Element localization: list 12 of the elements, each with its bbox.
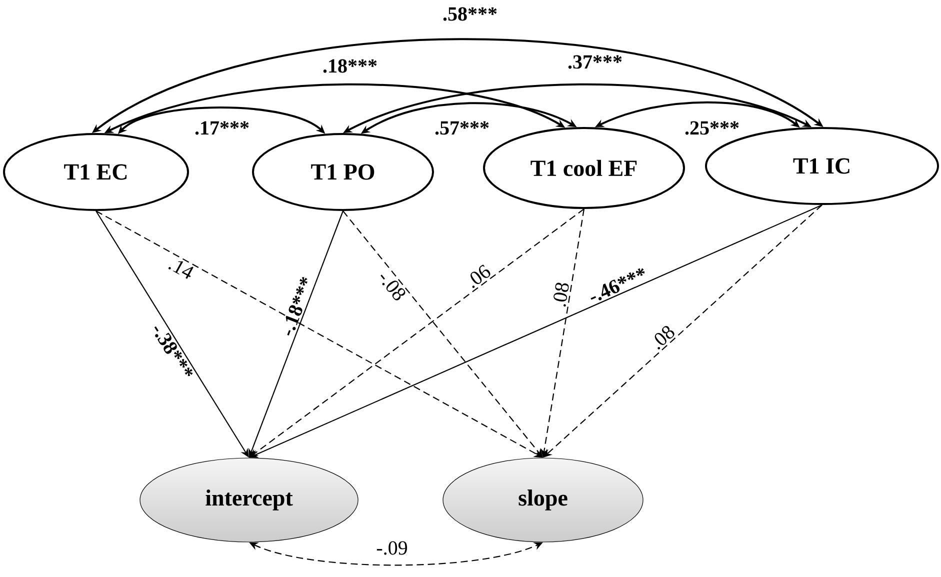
edge-label: .06 (470, 264, 490, 288)
edge-label: -.46*** (590, 268, 644, 300)
edge-label: -.08 (380, 274, 406, 300)
edge-label: .58*** (442, 6, 498, 22)
edge-label: .14 (168, 261, 194, 279)
edge-label: .17*** (194, 120, 250, 136)
edge-label: .18*** (322, 58, 378, 74)
edge-label: -.09 (375, 540, 409, 556)
edge-label: .08 (554, 282, 569, 307)
edge-label: -.18*** (286, 277, 308, 336)
edge-label: .37*** (566, 54, 624, 70)
edge-label: .08 (654, 326, 674, 350)
